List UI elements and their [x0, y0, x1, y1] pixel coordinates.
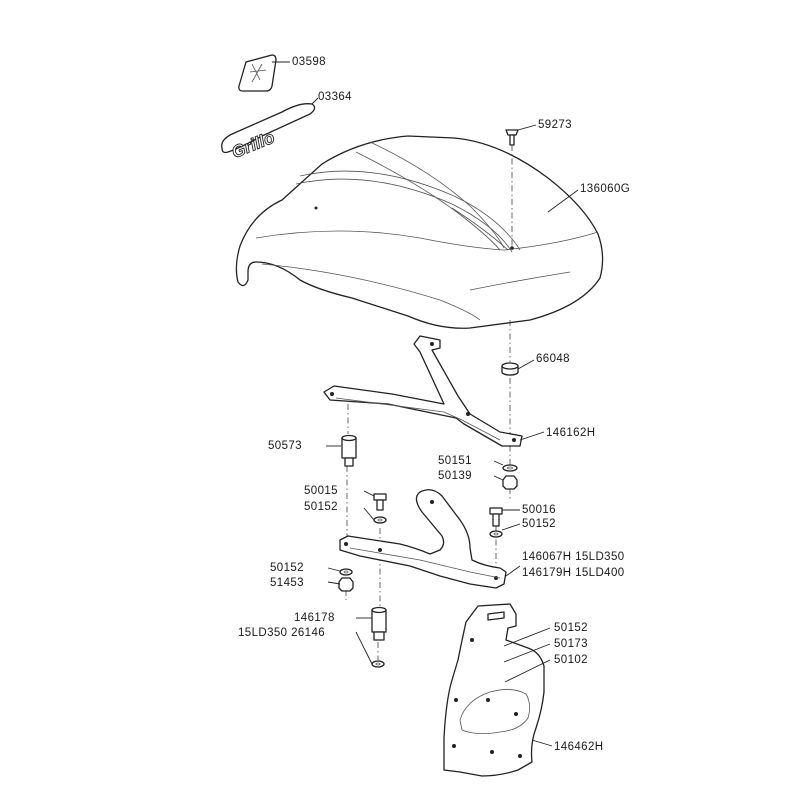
callout-51453: 51453	[270, 577, 304, 589]
callout-146462h: 146462H	[554, 741, 603, 753]
seat-bracket-146162h	[323, 335, 523, 447]
spacer-50573	[341, 434, 357, 467]
callout-50015: 50015	[304, 485, 338, 497]
nut-50139	[502, 475, 518, 490]
callout-66048: 66048	[536, 353, 570, 365]
callout-146178: 146178	[294, 612, 335, 624]
callout-26146: 15LD350 26146	[238, 627, 325, 639]
callout-50152-upper-right: 50152	[522, 518, 556, 530]
bolt-50015	[373, 493, 387, 511]
callout-labels: 03598 03364 59273 136060G 66048 146162H …	[238, 56, 630, 753]
callout-50016: 50016	[522, 504, 556, 516]
emblem-badge	[238, 54, 277, 92]
nut-51453	[338, 577, 354, 592]
washer-50152-upper-right	[489, 530, 503, 538]
spacer-66048	[501, 362, 519, 376]
washer-50152-lower-left	[339, 568, 353, 576]
callout-146162h: 146162H	[546, 427, 595, 439]
seat-cover	[235, 135, 604, 329]
mounting-plate-146067h	[339, 489, 507, 589]
logo-decal: Grillo	[221, 103, 316, 162]
callout-50139: 50139	[438, 470, 472, 482]
bolt-50016	[489, 507, 503, 527]
leader-lines	[272, 61, 579, 747]
callout-50152-lower-right: 50152	[554, 622, 588, 634]
washer-50151	[502, 464, 518, 472]
callout-50152-lower-left: 50152	[270, 562, 304, 574]
callout-146067h: 146067H 15LD350	[522, 551, 625, 563]
support-bracket-146462h	[443, 603, 545, 777]
callout-50151: 50151	[438, 455, 472, 467]
callout-50573: 50573	[268, 440, 302, 452]
callout-50152-upper-left: 50152	[304, 501, 338, 513]
washer-26146	[371, 660, 385, 668]
callout-136060g: 136060G	[580, 183, 630, 195]
screw-59273	[505, 129, 519, 146]
washer-50152-upper-left	[373, 516, 387, 524]
callout-50102: 50102	[554, 654, 588, 666]
callout-03598: 03598	[292, 56, 326, 68]
callout-50173: 50173	[554, 638, 588, 650]
callout-146179h: 146179H 15LD400	[522, 567, 625, 579]
callout-03364: 03364	[318, 91, 352, 103]
callout-59273: 59273	[538, 119, 572, 131]
spacer-146178	[371, 606, 387, 641]
